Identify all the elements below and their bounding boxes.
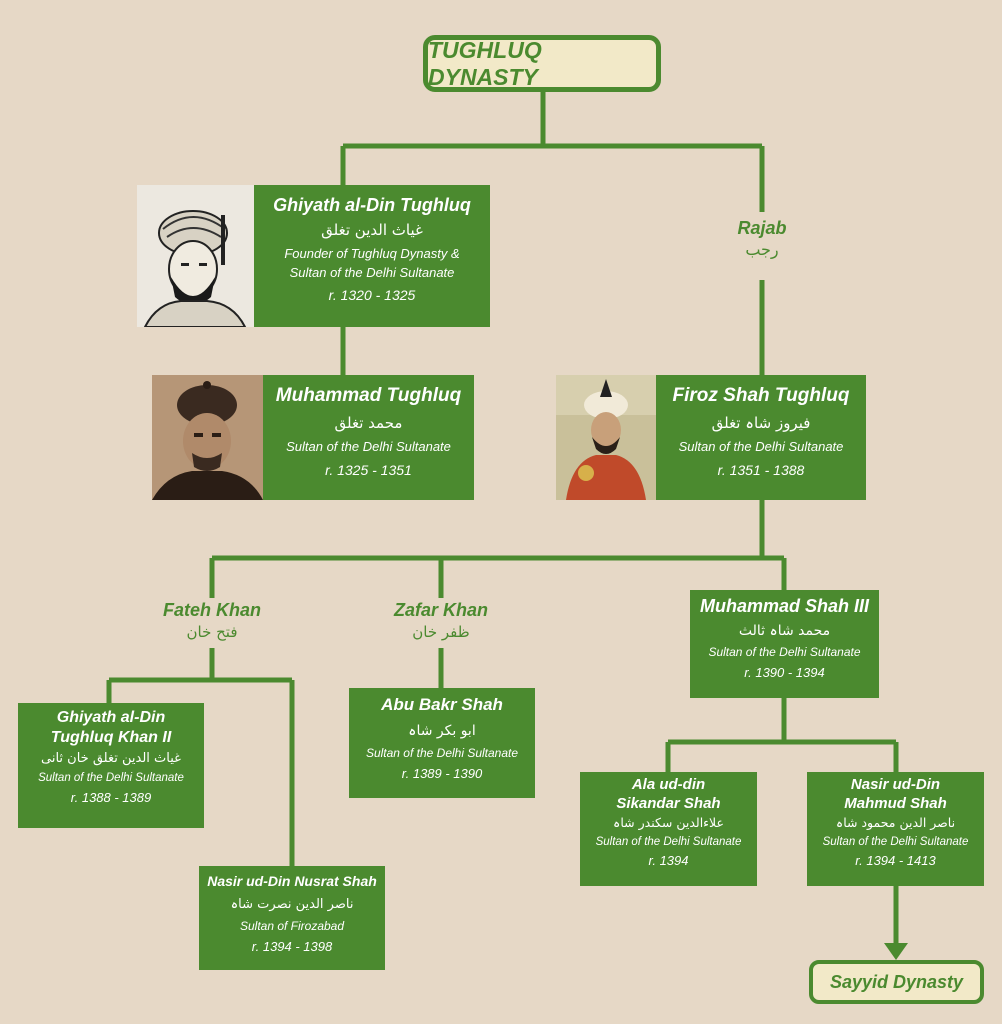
portrait-firoz-shah [556,375,656,500]
arabic-name: محمد شاہ ثالث [738,623,831,639]
arabic-name: ناصر الدین محمود شاہ [835,815,956,830]
arabic-name: علاءالدین سکندر شاہ [613,815,724,830]
reign: r. 1320 - 1325 [328,287,416,303]
portrait-ghiyath [137,185,254,327]
name: Firoz Shah Tughluq [672,385,850,406]
box-muhammad-shah-iii: Muhammad Shah III محمد شاہ ثالث Sultan o… [690,590,879,698]
name: Zafar Khan [393,600,489,620]
name: Abu Bakr Shah [381,695,503,714]
desc: Sultan of the Delhi Sultanate [38,772,184,784]
arabic-name: ابو بکر شاہ [408,723,476,739]
name: Muhammad Shah III [699,596,870,616]
dynasty-title: TUGHLUQ DYNASTY [423,35,661,92]
sayyid-dynasty-text: Sayyid Dynasty [829,971,964,992]
reign: r. 1351 - 1388 [717,462,805,478]
name: Rajab [737,218,787,238]
arabic-name: رجب [745,240,779,259]
box-ghiyath-al-din-tughluq: Ghiyath al-Din Tughluq غیاث الدین تغلق F… [254,185,490,327]
box-ghiyath-al-din-tughluq-khan-ii: Ghiyath al-Din Tughluq Khan II غیاث الدی… [18,703,204,828]
label-zafar-khan: Zafar Khan ظفر خان [381,599,501,643]
arabic-name: محمد تغلق [334,414,403,432]
name-line-1: Ala ud-din [631,776,706,793]
arabic-name: فتح خان [186,623,238,641]
label-fateh-khan: Fateh Khan فتح خان [152,599,272,643]
desc: Sultan of the Delhi Sultanate [708,645,861,659]
label-rajab: Rajab رجب [712,217,812,261]
arabic-name: ظفر خان [412,623,470,641]
reign: r. 1389 - 1390 [401,766,483,781]
reign: r. 1394 - 1398 [251,939,333,954]
box-mahmud-shah: Nasir ud-Din Mahmud Shah ناصر الدین محمو… [807,772,984,886]
dynasty-title-text: TUGHLUQ DYNASTY [428,36,542,90]
reign: r. 1388 - 1389 [70,790,152,805]
box-abu-bakr-shah: Abu Bakr Shah ابو بکر شاہ Sultan of the … [349,688,535,798]
box-sikandar-shah: Ala ud-din Sikandar Shah علاءالدین سکندر… [580,772,757,886]
name-line-2: Tughluq Khan II [50,729,172,746]
sayyid-dynasty-banner: Sayyid Dynasty [809,960,984,1004]
desc-line-2: Sultan of the Delhi Sultanate [289,265,455,280]
portrait-muhammad-tughluq [152,375,263,500]
name: Ghiyath al-Din Tughluq [273,195,471,215]
reign: r. 1394 [648,853,689,868]
desc: Sultan of Firozabad [239,919,345,933]
name-line-1: Ghiyath al-Din [56,709,166,726]
box-firoz-shah-tughluq: Firoz Shah Tughluq فیروز شاہ تغلق Sultan… [656,375,866,500]
arrow-head [884,943,908,960]
reign: r. 1325 - 1351 [325,462,412,478]
name-line-1: Nasir ud-Din [850,776,941,793]
box-muhammad-tughluq: Muhammad Tughluq محمد تغلق Sultan of the… [263,375,474,500]
name: Muhammad Tughluq [275,385,462,406]
name-line-2: Sikandar Shah [616,795,721,812]
reign: r. 1394 - 1413 [855,853,936,868]
name-line-2: Mahmud Shah [844,795,947,812]
desc: Sultan of the Delhi Sultanate [678,439,844,454]
desc: Sultan of the Delhi Sultanate [286,439,451,454]
desc-line-1: Founder of Tughluq Dynasty & [284,246,460,261]
box-nusrat-shah: Nasir ud-Din Nusrat Shah ناصر الدین نصرت… [199,866,385,970]
name: Nasir ud-Din Nusrat Shah [207,873,377,889]
arabic-name: غیاث الدین تغلق [321,221,423,239]
desc: Sultan of the Delhi Sultanate [365,746,519,760]
name: Fateh Khan [162,600,261,620]
reign: r. 1390 - 1394 [744,665,825,680]
arabic-name: غیاث الدین تغلق خان ثانی [41,751,181,766]
desc: Sultan of the Delhi Sultanate [822,836,969,848]
desc: Sultan of the Delhi Sultanate [595,836,742,848]
arabic-name: فیروز شاہ تغلق [711,414,811,432]
arabic-name: ناصر الدین نصرت شاہ [230,897,354,912]
